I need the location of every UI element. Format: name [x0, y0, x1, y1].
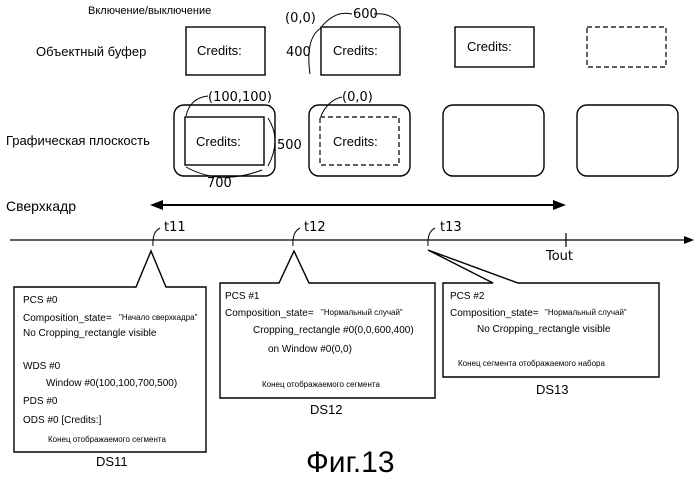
ds13-name: DS13 [536, 382, 569, 397]
ds11-pcs: PCS #0 [23, 295, 58, 306]
object-buffer-width: 600 [353, 7, 378, 22]
ds13-end: Конец сегмента отображаемого набора [458, 359, 606, 368]
ds11-ods: ODS #0 [Credits:] [23, 415, 102, 426]
object-buffer-credits-1: Credits: [197, 43, 242, 58]
t11-label: t11 [164, 220, 186, 235]
graphics-plane-origin-b: (0,0) [342, 90, 373, 105]
object-buffer-origin: (0,0) [285, 11, 316, 26]
graphics-plane-origin-a: (100,100) [208, 90, 272, 105]
ds13-pcs: PCS #2 [450, 291, 485, 302]
ds11-name: DS11 [96, 454, 128, 469]
object-buffer-label: Объектный буфер [36, 44, 146, 59]
t12-tick [293, 228, 300, 246]
ds11-end: Конец отображаемого сегмента [48, 435, 166, 444]
ds11-pds: PDS #0 [23, 396, 58, 407]
object-buffer-box-4-empty [587, 27, 666, 67]
graphics-plane-4 [577, 105, 678, 176]
ds11-wds: WDS #0 [23, 361, 61, 372]
epoch-arrow-right-head [553, 200, 566, 210]
tout-label: Tout [545, 249, 573, 264]
object-buffer-credits-2: Credits: [333, 43, 378, 58]
ds11-comp-key: Composition_state= [23, 313, 112, 324]
ds12-name: DS12 [310, 402, 343, 417]
t12-label: t12 [304, 220, 326, 235]
graphics-plane-2-credits: Credits: [333, 134, 378, 149]
ds12-comp-key: Composition_state= [225, 308, 314, 319]
graphics-plane-1-credits: Credits: [196, 134, 241, 149]
ds13-crop: No Cropping_rectangle visible [477, 324, 611, 335]
graphics-plane-3 [443, 105, 544, 176]
timeline-arrow-head [684, 236, 694, 244]
ds12-pcs: PCS #1 [225, 291, 260, 302]
t13-tick [428, 228, 435, 246]
epoch-arrow-left-head [150, 200, 163, 210]
ds13-comp-val: "Нормальный случай" [545, 308, 627, 317]
ds12-comp-val: "Нормальный случай" [321, 308, 403, 317]
t13-label: t13 [440, 220, 462, 235]
on-off-label: Включение/выключение [88, 5, 211, 17]
object-buffer-credits-3: Credits: [467, 39, 512, 54]
ds11-comp-val: "Начало сверхкадра" [119, 313, 198, 322]
graphics-plane-height: 500 [277, 138, 302, 153]
ds12-crop: Cropping_rectangle #0(0,0,600,400) [253, 325, 414, 336]
object-buffer-height: 400 [286, 45, 311, 60]
graphics-plane-label: Графическая плоскость [6, 133, 150, 148]
ds11-crop: No Cropping_rectangle visible [23, 328, 157, 339]
object-buffer-width-arc-right [374, 14, 400, 26]
graphics-plane-width: 700 [207, 176, 232, 191]
object-buffer-width-arc-left [322, 13, 352, 26]
ds12-end: Конец отображаемого сегмента [262, 380, 380, 389]
ds11-window: Window #0(100,100,700,500) [46, 378, 177, 389]
figure-caption: Фиг.13 [306, 446, 395, 479]
ds13-comp-key: Composition_state= [450, 308, 539, 319]
t11-tick [153, 228, 160, 246]
ds12-window: on Window #0(0,0) [268, 344, 352, 355]
epoch-label: Сверхкадр [6, 198, 76, 214]
